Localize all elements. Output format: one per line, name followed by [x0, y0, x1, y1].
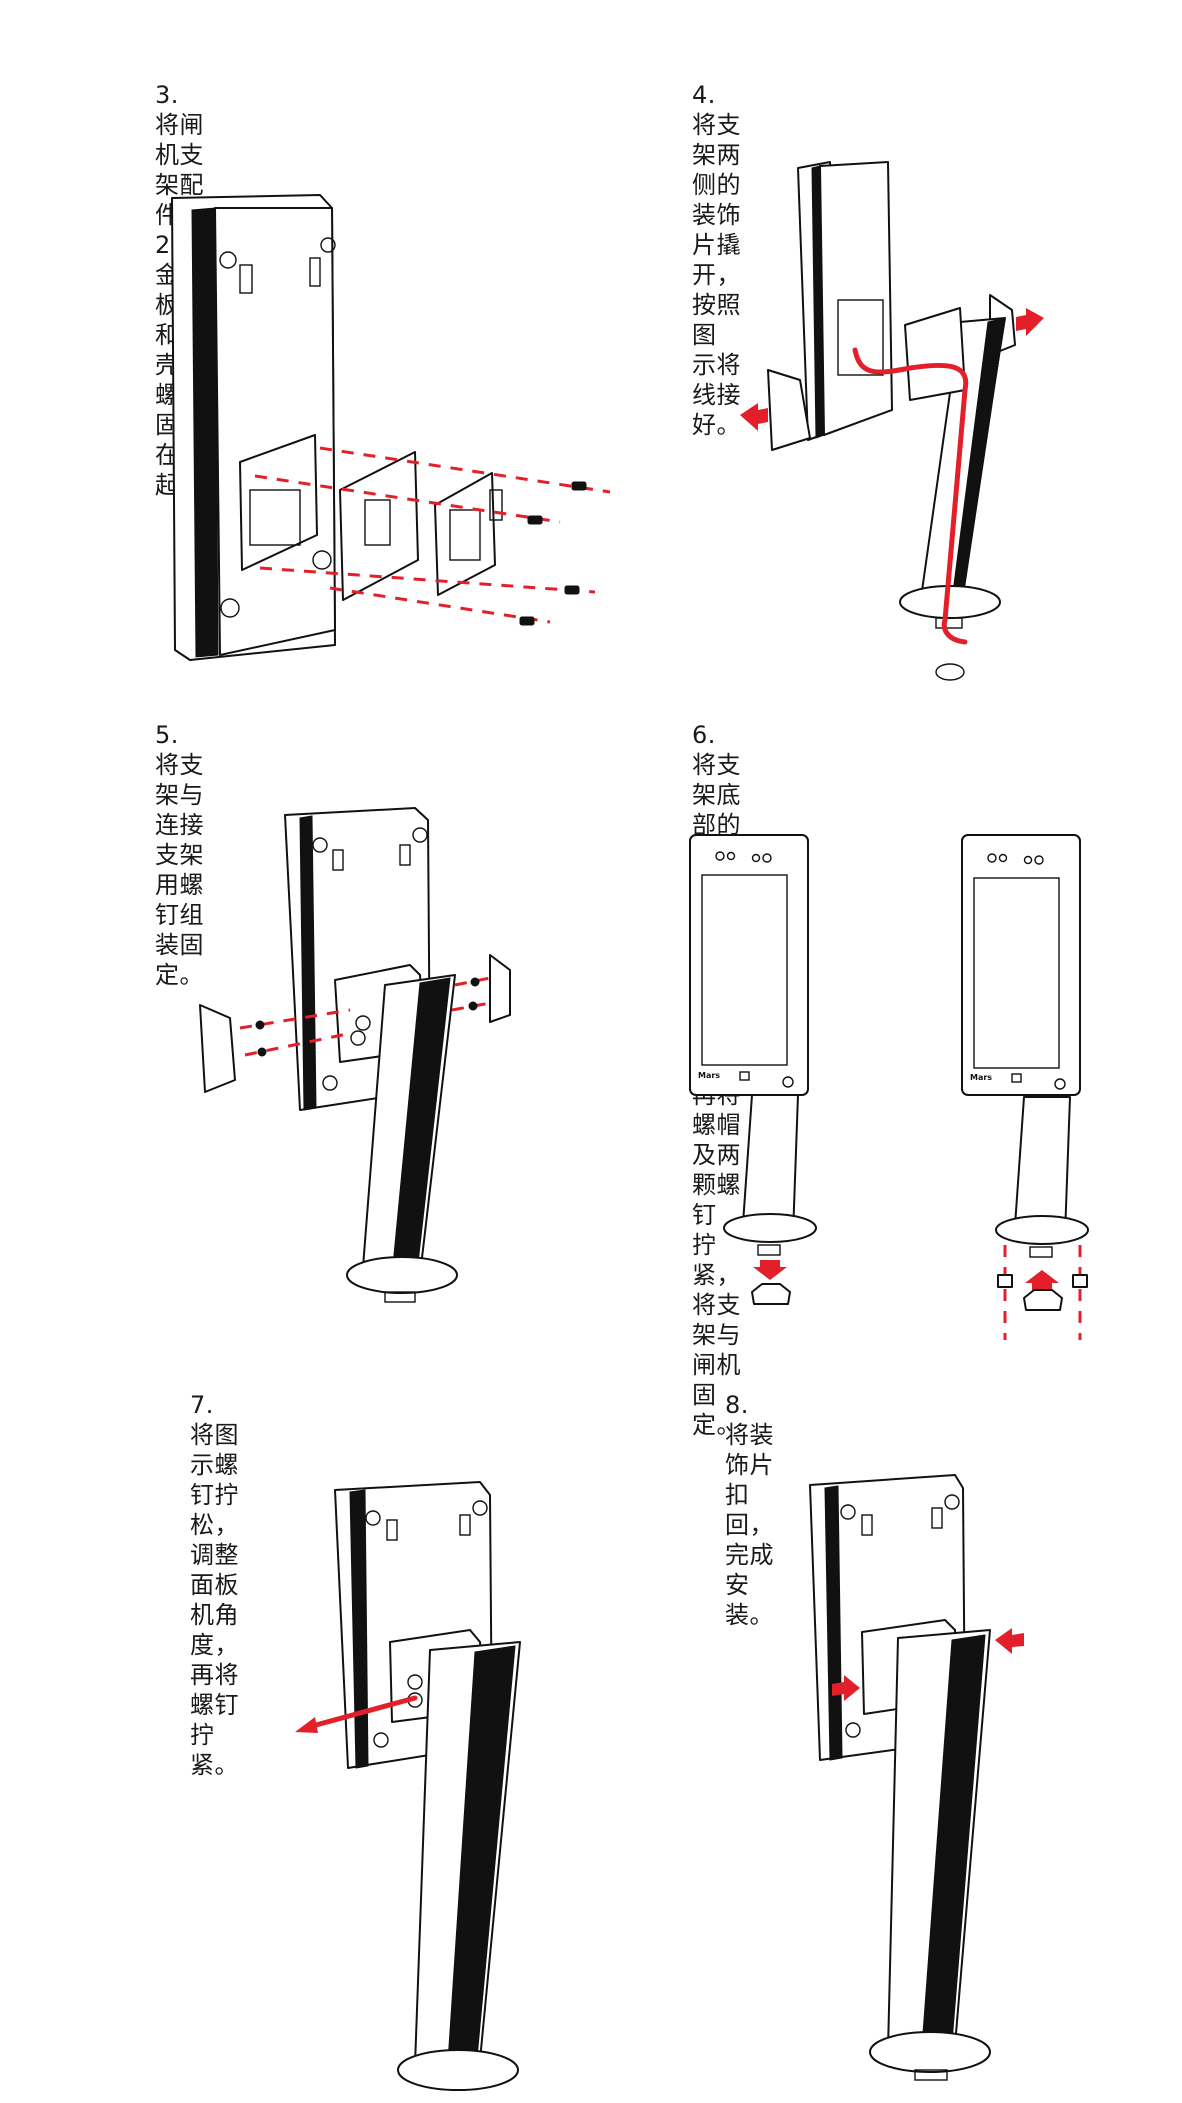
right-cover [489, 954, 511, 1023]
device-back-shell [797, 161, 893, 441]
step-3-illustration [171, 194, 611, 661]
arrow-up-icon [1025, 1270, 1059, 1290]
left-cover [199, 1004, 236, 1093]
screw [1072, 1274, 1088, 1288]
step-7-caption: 7. 将图示螺钉拧松，调整面板机角 度，再将螺钉拧紧。 [190, 1391, 239, 1779]
stand-pole [397, 1641, 521, 2091]
left-cover [767, 369, 811, 451]
stand-pole [346, 974, 458, 1303]
arrow-left-icon [740, 403, 768, 431]
screw-guide-lines [254, 446, 611, 624]
step-5-illustration [199, 807, 511, 1303]
hex-nut [1023, 1289, 1063, 1311]
stand-pole [869, 1629, 991, 2081]
screws [255, 977, 480, 1057]
arrow-right-icon [1016, 308, 1044, 336]
arrow-left-icon [995, 1628, 1024, 1654]
step-4-illustration [740, 161, 1044, 681]
brand-label: Mars [698, 1071, 720, 1080]
stand-pole [899, 307, 1006, 681]
metal-plate-2 [434, 472, 503, 596]
hex-nut [751, 1283, 791, 1305]
metal-plate-1 [339, 451, 419, 601]
step-8-illustration [809, 1474, 1024, 2081]
step-4-caption: 4. 将支架两侧的装饰片撬开，按照图 示将线接好。 [692, 81, 741, 439]
brand-label: Mars [970, 1073, 992, 1082]
device-back-shell [171, 194, 336, 661]
terminal-front-right: Mars [961, 834, 1089, 1340]
screw [997, 1274, 1013, 1288]
screw-guide-lines [239, 976, 491, 1057]
step-6-illustration: Mars Mars [689, 834, 1089, 1340]
arrow-down-icon [753, 1260, 787, 1280]
step-8-caption: 8. 将装饰片扣回，完成安装。 [725, 1391, 774, 1629]
arrow-left-icon [295, 1717, 318, 1733]
screws [519, 481, 587, 626]
arrow-right-icon [832, 1675, 860, 1701]
cable-route [852, 347, 969, 645]
step-7-illustration [295, 1481, 521, 2091]
terminal-front-left: Mars [689, 834, 817, 1305]
screw-pull-arrow-line [302, 1695, 418, 1731]
step-5-caption: 5. 将支架与连接支架用螺钉组装固 定。 [155, 721, 204, 989]
